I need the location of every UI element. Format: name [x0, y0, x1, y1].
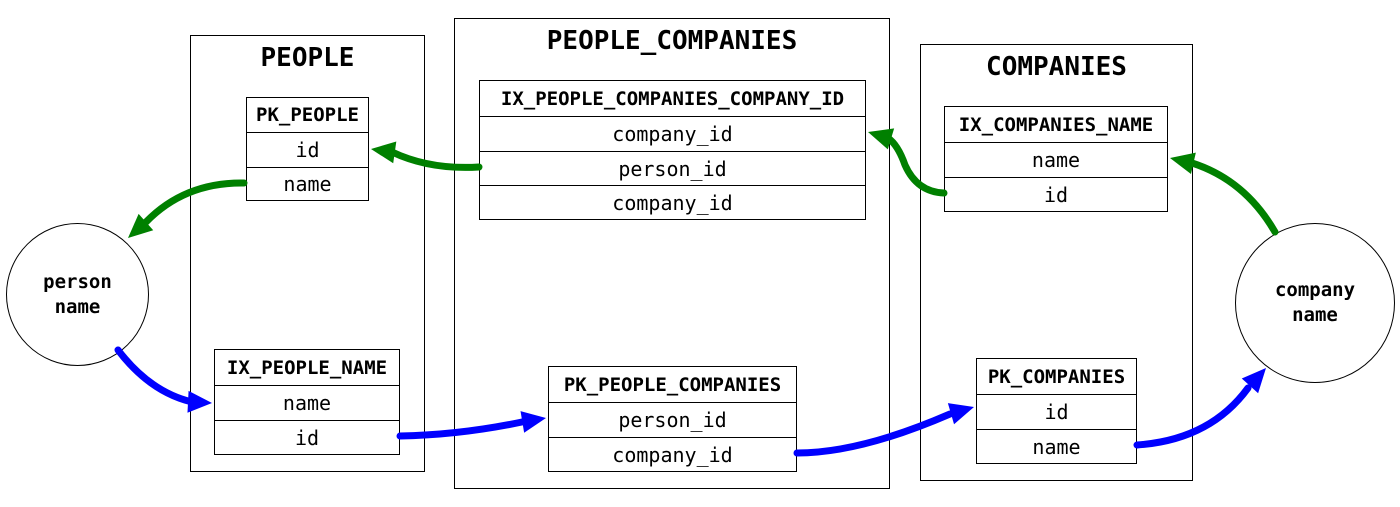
node-company-name: company name	[1235, 223, 1395, 383]
node-label-line: name	[54, 295, 101, 318]
arrow-head	[947, 403, 974, 425]
arrow-ix-people-name-to-pk-people-companies	[396, 411, 546, 440]
table-row: person_id	[549, 402, 796, 437]
arrow-line	[142, 179, 248, 226]
table-row: name	[247, 167, 368, 200]
table-row: name	[977, 429, 1136, 463]
arrow-line	[1133, 384, 1252, 449]
arrow-head	[1241, 368, 1266, 394]
node-label-line: person	[43, 270, 112, 293]
group-title: PEOPLE_COMPANIES	[546, 26, 798, 56]
arrow-line	[114, 346, 196, 406]
group-title: PEOPLE	[260, 43, 355, 73]
table-ix-people-name: IX_PEOPLE_NAME name id	[214, 349, 400, 455]
table-header: IX_COMPANIES_NAME	[958, 113, 1154, 136]
table-row: name	[945, 142, 1167, 177]
arrow-head	[868, 128, 895, 150]
table-row: company_id	[480, 185, 865, 219]
node-person-name: person name	[6, 223, 149, 366]
table-header: IX_PEOPLE_NAME	[226, 356, 388, 379]
table-header: IX_PEOPLE_COMPANIES_COMPANY_ID	[500, 87, 845, 110]
arrow-line	[396, 418, 526, 440]
table-row: name	[215, 385, 399, 420]
table-pk-people-companies: PK_PEOPLE_COMPANIES person_id company_id	[548, 366, 797, 472]
arrow-ix-people-companies-to-pk-people	[371, 141, 483, 171]
table-header: PK_COMPANIES	[987, 365, 1126, 388]
arrow-ix-companies-name-to-ix-people-companies	[868, 128, 948, 197]
table-row: id	[977, 394, 1136, 429]
arrow-pk-companies-to-company-name	[1133, 368, 1266, 449]
table-ix-people-companies-company-id: IX_PEOPLE_COMPANIES_COMPANY_ID company_i…	[479, 80, 866, 220]
table-row: id	[945, 177, 1167, 211]
arrow-head	[520, 411, 546, 433]
arrow-person-to-ix-people-name	[114, 346, 212, 413]
arrow-line	[884, 134, 948, 197]
arrow-line	[793, 410, 954, 457]
arrow-head	[187, 390, 212, 413]
arrow-head	[371, 141, 397, 164]
arrow-pk-people-companies-to-pk-companies	[793, 403, 974, 457]
table-pk-companies: PK_COMPANIES id name	[976, 358, 1137, 464]
table-row: company_id	[480, 116, 865, 151]
table-header: PK_PEOPLE	[256, 104, 359, 126]
table-ix-companies-name: IX_COMPANIES_NAME name id	[944, 106, 1168, 212]
arrow-company-name-to-ix-companies-name	[1170, 152, 1279, 236]
group-title: COMPANIES	[986, 52, 1127, 82]
node-label-line: company	[1274, 279, 1356, 301]
table-row: id	[215, 420, 399, 454]
table-row: person_id	[480, 151, 865, 185]
arrow-head	[1170, 152, 1196, 175]
table-row: id	[247, 132, 368, 167]
arrow-pk-people-to-person-name	[128, 179, 248, 238]
node-label-line: name	[1292, 304, 1338, 326]
arrow-head	[128, 213, 154, 238]
table-header: PK_PEOPLE_COMPANIES	[563, 373, 782, 396]
table-row: company_id	[549, 437, 796, 471]
arrow-line	[1188, 159, 1279, 236]
table-pk-people: PK_PEOPLE id name	[246, 97, 369, 201]
arrow-line	[388, 148, 483, 171]
